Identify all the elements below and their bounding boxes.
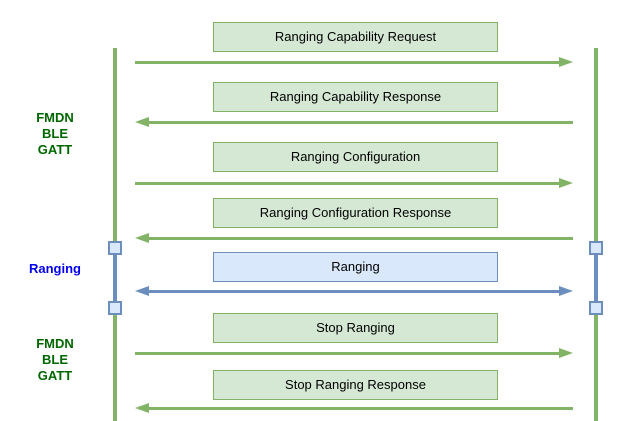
phase-label-line: Ranging bbox=[29, 261, 81, 276]
arrowhead-icon bbox=[559, 348, 573, 358]
phase-label-fmdn-ble-gatt: FMDN BLE GATT bbox=[13, 110, 97, 158]
ranging-session-segment-right bbox=[594, 248, 598, 308]
message-box: Stop Ranging bbox=[213, 313, 498, 343]
message-label: Stop Ranging Response bbox=[285, 377, 426, 392]
left-arrow-icon bbox=[135, 233, 573, 243]
arrow-shaft bbox=[147, 237, 573, 240]
left-arrow-icon bbox=[135, 117, 573, 127]
left-lifeline bbox=[113, 48, 117, 421]
message-label: Ranging Configuration Response bbox=[259, 205, 452, 220]
phase-label-line: FMDN bbox=[36, 336, 74, 351]
arrow-shaft bbox=[147, 121, 573, 124]
message-box: Ranging Configuration Response bbox=[213, 198, 498, 228]
phase-label-line: GATT bbox=[37, 142, 73, 157]
session-endpoint-marker bbox=[589, 241, 603, 255]
phase-label-fmdn-ble-gatt-2: FMDN BLE GATT bbox=[13, 336, 97, 384]
message-label: Ranging Capability Request bbox=[274, 29, 437, 44]
double-arrow-icon bbox=[135, 286, 573, 296]
arrowhead-icon bbox=[135, 403, 149, 413]
phase-label-line: BLE bbox=[42, 126, 68, 141]
arrowhead-icon bbox=[559, 178, 573, 188]
message-box: Ranging Capability Response bbox=[213, 82, 498, 112]
message-label: Stop Ranging bbox=[316, 320, 395, 335]
arrowhead-icon bbox=[559, 286, 573, 296]
arrow-shaft bbox=[135, 182, 561, 185]
right-lifeline bbox=[594, 48, 598, 421]
arrow-shaft bbox=[147, 290, 561, 293]
message-box: Ranging bbox=[213, 252, 498, 282]
ranging-session-segment-left bbox=[113, 248, 117, 308]
message-box: Stop Ranging Response bbox=[213, 370, 498, 400]
session-endpoint-marker bbox=[108, 301, 122, 315]
message-label: Ranging Configuration bbox=[290, 149, 421, 164]
message-box: Ranging Configuration bbox=[213, 142, 498, 172]
arrowhead-icon bbox=[135, 117, 149, 127]
message-label: Ranging Capability Response bbox=[269, 89, 442, 104]
right-arrow-icon bbox=[135, 178, 573, 188]
session-endpoint-marker bbox=[589, 301, 603, 315]
right-arrow-icon bbox=[135, 348, 573, 358]
arrow-shaft bbox=[135, 61, 561, 64]
arrow-shaft bbox=[147, 407, 573, 410]
session-endpoint-marker bbox=[108, 241, 122, 255]
phase-label-line: GATT bbox=[37, 368, 73, 383]
arrowhead-icon bbox=[559, 57, 573, 67]
arrowhead-icon bbox=[135, 233, 149, 243]
message-label: Ranging bbox=[331, 259, 380, 274]
arrow-shaft bbox=[135, 352, 561, 355]
phase-label-line: BLE bbox=[42, 352, 68, 367]
left-arrow-icon bbox=[135, 403, 573, 413]
phase-label-ranging: Ranging bbox=[13, 261, 97, 277]
right-arrow-icon bbox=[135, 57, 573, 67]
phase-label-line: FMDN bbox=[36, 110, 74, 125]
message-box: Ranging Capability Request bbox=[213, 22, 498, 52]
arrowhead-icon bbox=[135, 286, 149, 296]
